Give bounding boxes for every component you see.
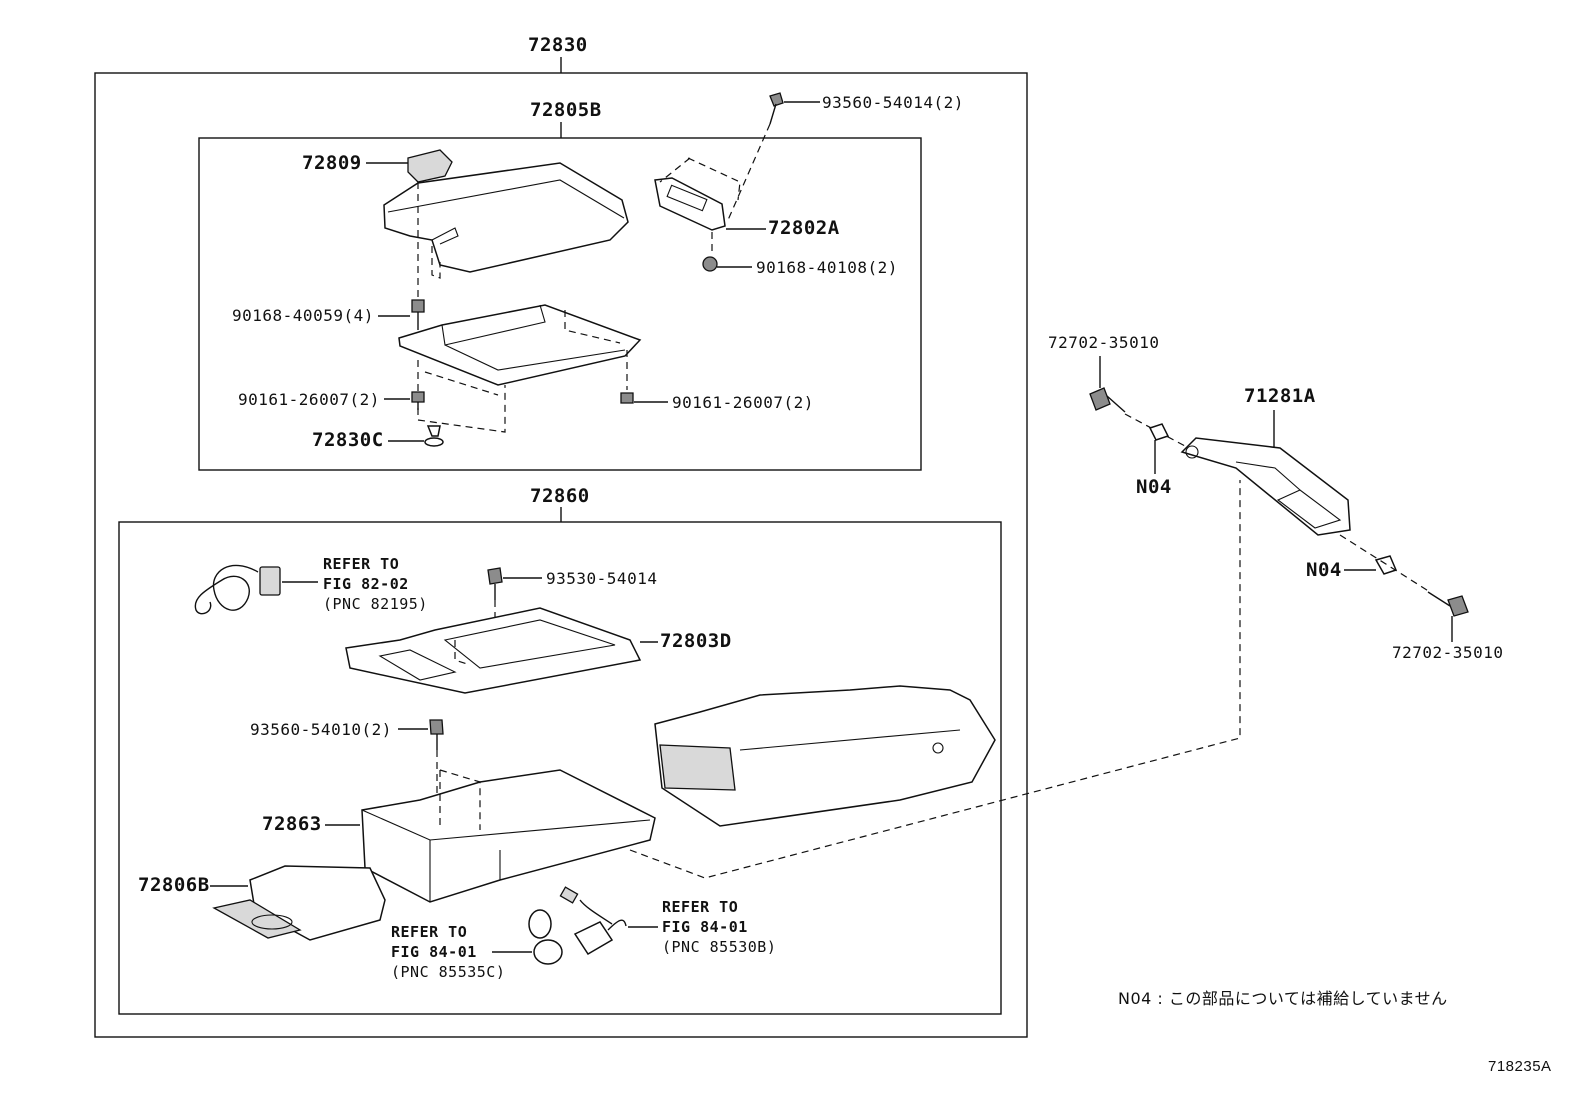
note-n04-not-supplied: N04 : この部品については補給していません: [1118, 989, 1448, 1008]
label-72860: 72860: [530, 485, 590, 507]
refer-85535c-line2: FIG 84-01: [391, 943, 477, 961]
clip-72830c-drawing: [388, 425, 444, 447]
cup-holder-72806b-drawing: [210, 865, 386, 941]
label-71281a: 71281A: [1244, 385, 1316, 407]
clip-72809-drawing: [366, 149, 453, 183]
console-box-72863-drawing: [325, 769, 656, 903]
socket-85530b-drawing: [559, 886, 658, 956]
subassembly-frame-72860: [118, 521, 1002, 1015]
label-72809: 72809: [302, 152, 362, 174]
refer-82-02-line3: (PNC 82195): [323, 595, 428, 613]
socket-85535c-drawing: [492, 909, 563, 965]
bracket-71281a-drawing: [1180, 410, 1351, 536]
label-90161-26007-left: 90161-26007(2): [238, 390, 380, 409]
lid-base-plate-drawing: [398, 304, 642, 433]
label-n04-right: N04: [1306, 559, 1342, 581]
screw-90168-40059-drawing: [378, 299, 425, 330]
refer-85535c-line3: (PNC 85535C): [391, 963, 506, 981]
refer-84-01-85530b: REFER TO FIG 84-01 (PNC 85530B): [662, 897, 776, 957]
label-72803d: 72803D: [660, 630, 732, 652]
label-n04-left: N04: [1136, 476, 1172, 498]
screw-90161-26007-left-drawing: [384, 391, 425, 410]
armrest-lid-drawing: [383, 162, 629, 273]
label-90168-40108: 90168-40108(2): [756, 258, 898, 277]
screw-90168-40108-drawing: [702, 232, 752, 272]
screw-93560-54010-drawing: [398, 719, 444, 830]
bolt-72702-35010-bottom-drawing: [1427, 591, 1469, 642]
subassembly-frame-72805b: [198, 137, 922, 471]
label-72830c: 72830C: [312, 429, 384, 451]
screw-90161-26007-right-drawing: [620, 350, 668, 404]
refer-85530b-line1: REFER TO: [662, 898, 739, 916]
nut-n04-left-drawing: [1148, 423, 1170, 474]
screw-93560-54014-drawing: [727, 92, 820, 221]
label-72830: 72830: [528, 34, 588, 56]
label-93530-54014: 93530-54014: [546, 569, 658, 588]
refer-85535c-line1: REFER TO: [391, 923, 468, 941]
bolt-72702-35010-top-drawing: [1089, 356, 1186, 447]
console-shell-drawing: [654, 685, 996, 827]
dash-link-console-to-bracket: [629, 480, 1241, 879]
diagram-code: 718235A: [1488, 1058, 1552, 1075]
label-90161-26007-right: 90161-26007(2): [672, 393, 814, 412]
refer-85530b-line3: (PNC 85530B): [662, 938, 777, 956]
label-90168-40059: 90168-40059(4): [232, 306, 374, 325]
label-72806b: 72806B: [138, 874, 210, 896]
refer-82-02-line1: REFER TO: [323, 555, 400, 573]
wire-harness-drawing: [194, 564, 318, 615]
console-panel-72803d-drawing: [345, 607, 658, 694]
hinge-72802a-drawing: [654, 157, 766, 231]
label-72805b: 72805B: [530, 99, 602, 121]
nut-n04-right-drawing: [1339, 534, 1431, 593]
label-72702-35010-top: 72702-35010: [1048, 333, 1160, 352]
refer-84-01-85535c: REFER TO FIG 84-01 (PNC 85535C): [391, 922, 505, 982]
refer-85530b-line2: FIG 84-01: [662, 918, 748, 936]
refer-82-02-line2: FIG 82-02: [323, 575, 409, 593]
label-72802a: 72802A: [768, 217, 840, 239]
screw-93530-54014-drawing: [487, 567, 542, 640]
label-72702-35010-bottom: 72702-35010: [1392, 643, 1504, 662]
label-93560-54014: 93560-54014(2): [822, 93, 964, 112]
label-93560-54010: 93560-54010(2): [250, 720, 392, 739]
refer-82-02: REFER TO FIG 82-02 (PNC 82195): [323, 554, 428, 614]
label-72863: 72863: [262, 813, 322, 835]
